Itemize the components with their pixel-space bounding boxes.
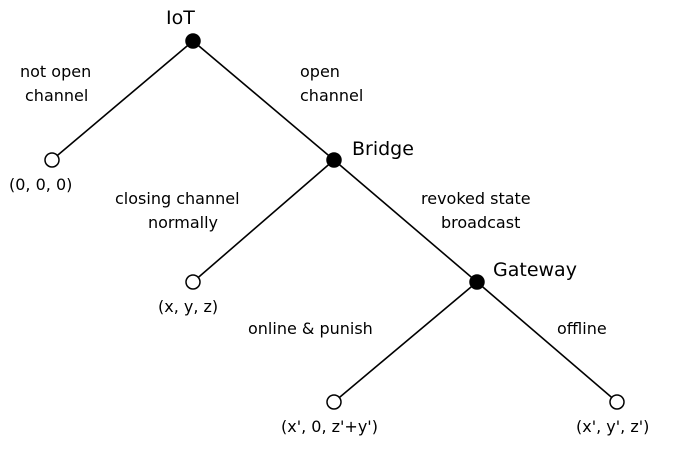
terminal-node-online-punish (326, 394, 342, 410)
payoff-offline: (x', y', z') (576, 417, 649, 436)
action-closing-line2: normally (148, 213, 218, 232)
terminal-node-offline (609, 394, 625, 410)
terminal-node-not-open (44, 152, 60, 168)
action-closing-line1: closing channel (115, 189, 240, 208)
action-open-line2: channel (300, 86, 363, 105)
action-online-punish: online & punish (248, 319, 373, 338)
action-revoked-line2: broadcast (441, 213, 520, 232)
payoff-not-open: (0, 0, 0) (9, 175, 72, 194)
edge-gateway-offline (476, 281, 618, 403)
iot-node (185, 33, 201, 49)
terminal-node-closing (185, 274, 201, 290)
bridge-label: Bridge (352, 138, 414, 160)
action-not-open-line2: channel (25, 86, 88, 105)
iot-label: IoT (166, 7, 195, 29)
action-not-open-line1: not open (20, 62, 91, 81)
edge-iot-not-open (51, 40, 194, 161)
payoff-closing: (x, y, z) (158, 297, 218, 316)
action-open-line1: open (300, 62, 340, 81)
gateway-node (469, 274, 485, 290)
gateway-label: Gateway (493, 259, 577, 281)
edge-iot-open (192, 40, 335, 161)
bridge-node (326, 152, 342, 168)
action-offline: offline (557, 319, 607, 338)
payoff-online-punish: (x', 0, z'+y') (281, 417, 378, 436)
edge-bridge-revoked (333, 159, 478, 283)
edge-gateway-online (333, 281, 478, 403)
action-revoked-line1: revoked state (421, 189, 531, 208)
edge-bridge-closing (192, 159, 335, 283)
